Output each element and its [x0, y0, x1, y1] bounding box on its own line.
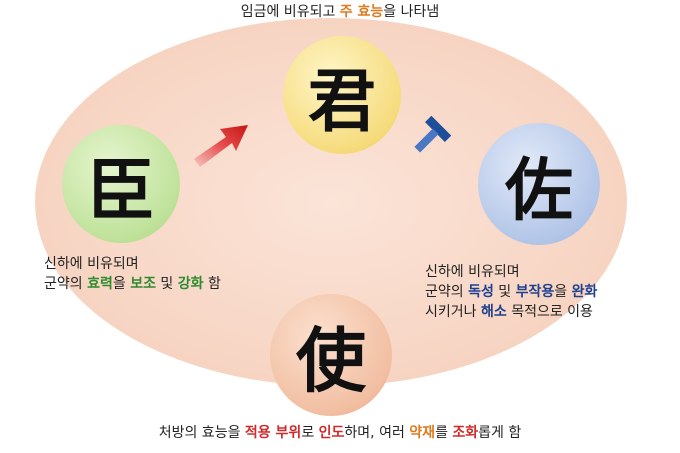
top-caption-highlight: 주 효능 — [339, 4, 384, 20]
minister-caption: 신하에 비유되며 군약의 효력을 보조 및 강화 함 — [44, 254, 221, 294]
highlight: 인도 — [318, 425, 345, 441]
highlight: 독성 — [468, 284, 494, 300]
text: 롭게 함 — [478, 425, 522, 441]
text: 군약의 — [425, 284, 469, 300]
minister-caption-line1: 신하에 비유되며 — [44, 256, 139, 272]
highlight: 완화 — [571, 284, 598, 300]
top-caption: 임금에 비유되고 주 효능을 나타냄 — [0, 2, 680, 22]
highlight: 부작용 — [515, 284, 555, 300]
highlight: 보조 — [130, 276, 156, 292]
text: 하며, 여러 — [344, 425, 410, 441]
highlight: 약재 — [409, 425, 436, 441]
assistant-node: 佐 — [478, 123, 600, 245]
assistant-caption-line2: 군약의 독성 및 부작용을 완화 — [425, 282, 597, 302]
envoy-caption: 처방의 효능을 적용 부위로 인도하며, 여러 약재를 조화롭게 함 — [0, 423, 680, 443]
text: 및 — [493, 284, 516, 300]
support-arrow-icon — [194, 125, 248, 167]
top-caption-text-end: 을 나타냄 — [383, 4, 440, 20]
highlight: 강화 — [177, 276, 204, 292]
highlight: 조화 — [452, 425, 479, 441]
text: 을 — [112, 276, 131, 292]
highlight: 해소 — [480, 304, 507, 320]
minister-node: 臣 — [62, 125, 180, 243]
assistant-caption: 신하에 비유되며 군약의 독성 및 부작용을 완화 시키거나 해소 목적으로 이… — [425, 262, 597, 322]
text: 처방의 효능을 — [158, 425, 245, 441]
text: 시키거나 — [425, 304, 481, 320]
text: 목적으로 이용 — [506, 304, 593, 320]
inhibit-tee-icon — [414, 115, 452, 153]
minister-caption-line2: 군약의 효력을 보조 및 강화 함 — [44, 274, 221, 294]
text: 로 — [301, 425, 319, 441]
text: 을 — [554, 284, 572, 300]
assistant-caption-line3: 시키거나 해소 목적으로 이용 — [425, 302, 597, 322]
monarch-node: 君 — [283, 36, 401, 154]
envoy-node: 使 — [270, 294, 392, 416]
highlight: 적용 부위 — [244, 425, 302, 441]
text: 함 — [203, 276, 221, 292]
text: 군약의 — [44, 276, 88, 292]
top-caption-text: 임금에 비유되고 — [240, 4, 340, 20]
highlight: 효력 — [87, 276, 113, 292]
text: 를 — [435, 425, 453, 441]
text: 및 — [155, 276, 178, 292]
assistant-caption-line1: 신하에 비유되며 — [425, 264, 520, 280]
